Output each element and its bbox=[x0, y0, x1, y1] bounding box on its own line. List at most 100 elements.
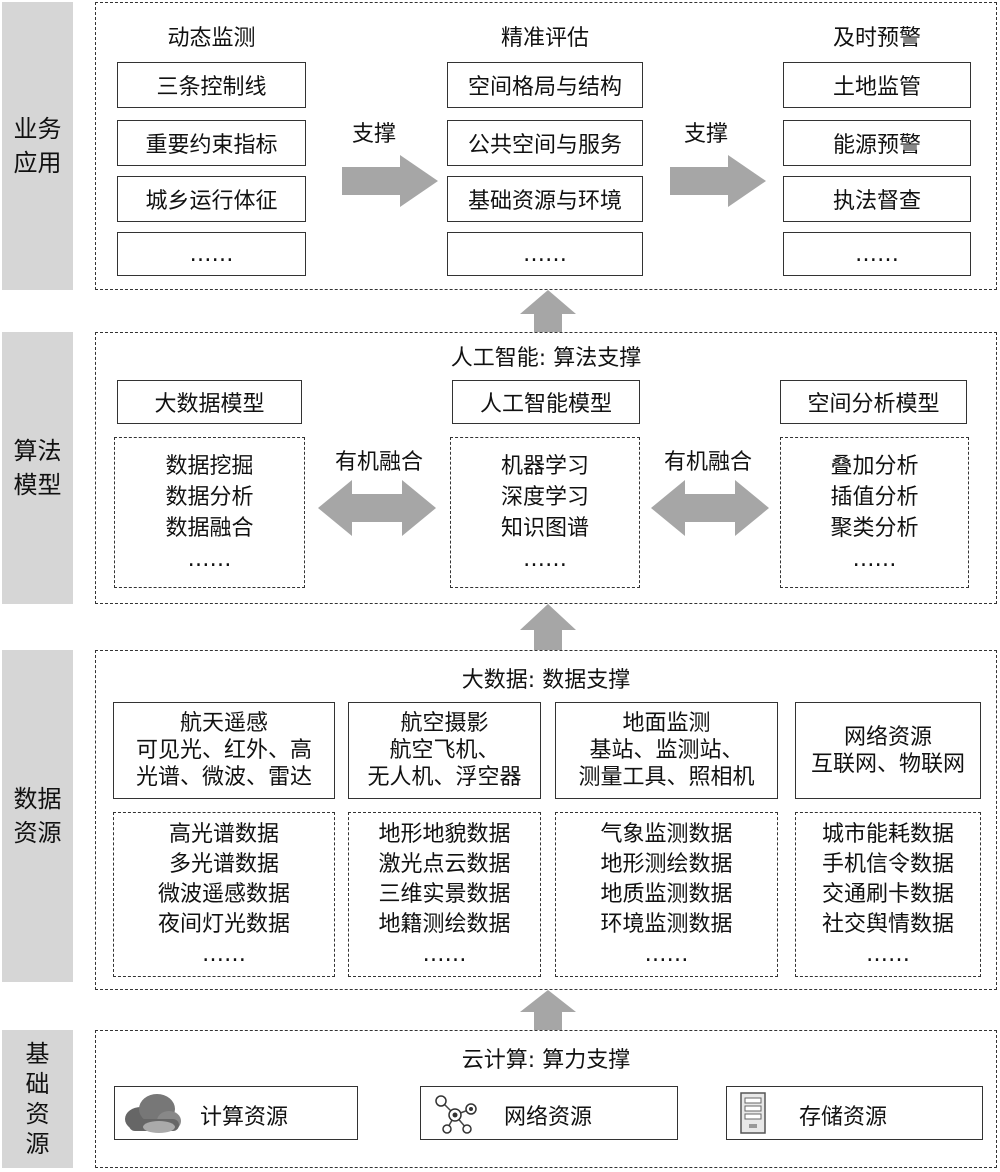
business-item-box: 公共空间与服务 bbox=[447, 120, 643, 166]
resource-box: 存储资源 bbox=[726, 1086, 983, 1140]
list-item: 多光谱数据 bbox=[168, 851, 279, 877]
sidebar-label-line: 模型 bbox=[13, 471, 62, 499]
list-item: …… bbox=[852, 546, 897, 572]
sidebar-algorithm: 算法模型 bbox=[2, 332, 73, 604]
arrow-label: 支撑 bbox=[684, 122, 729, 147]
double-arrow-icon bbox=[651, 480, 769, 536]
source-line: 航天遥感 bbox=[179, 711, 268, 736]
source-line: 航空摄影 bbox=[400, 711, 489, 736]
cloud-icon bbox=[125, 1094, 181, 1133]
data-source-box: 网络资源 互联网、物联网 bbox=[795, 702, 981, 799]
sidebar-label-line: 基 bbox=[25, 1040, 50, 1068]
list-item: 聚类分析 bbox=[830, 515, 919, 541]
sidebar-label-line: 资 bbox=[25, 1100, 50, 1128]
list-item: 地质监测数据 bbox=[600, 881, 733, 907]
list-item: 气象监测数据 bbox=[600, 821, 733, 847]
data-source-box: 地面监测 基站、监测站、 测量工具、照相机 bbox=[555, 702, 778, 799]
list-item: …… bbox=[422, 941, 467, 967]
list-item: 微波遥感数据 bbox=[157, 881, 290, 907]
list-item: 深度学习 bbox=[500, 484, 589, 510]
source-line: 基站、监测站、 bbox=[589, 738, 744, 763]
sidebar-label-line: 源 bbox=[25, 1130, 50, 1158]
business-item-box: 执法督查 bbox=[783, 176, 971, 222]
list-item: 地形地貌数据 bbox=[378, 821, 511, 847]
layer-title: 云计算: 算力支撑 bbox=[461, 1048, 631, 1073]
resource-label: 计算资源 bbox=[200, 1105, 289, 1130]
list-item: 交通刷卡数据 bbox=[821, 881, 954, 907]
double-arrow-icon bbox=[318, 480, 436, 536]
list-item: 数据挖掘 bbox=[165, 453, 254, 479]
layer-title: 人工智能: 算法支撑 bbox=[450, 346, 642, 371]
resource-box: 网络资源 bbox=[420, 1086, 678, 1140]
list-item: …… bbox=[644, 941, 689, 967]
list-item: 社交舆情数据 bbox=[821, 911, 954, 937]
list-item: 地籍测绘数据 bbox=[378, 911, 511, 937]
up-arrow-icon bbox=[520, 290, 576, 332]
list-item: …… bbox=[523, 546, 567, 572]
business-item-box: 空间格局与结构 bbox=[447, 62, 643, 108]
list-item: 机器学习 bbox=[500, 453, 589, 479]
sidebar-label-line: 应用 bbox=[13, 149, 62, 177]
model-name-box: 空间分析模型 bbox=[780, 380, 967, 424]
business-item-box: 城乡运行体征 bbox=[117, 176, 306, 222]
sidebar-infrastructure: 基 础 资 源 bbox=[2, 1030, 73, 1168]
network-icon bbox=[435, 1095, 477, 1134]
list-item: 数据融合 bbox=[165, 515, 254, 541]
source-line: 航空飞机、 bbox=[389, 738, 500, 763]
business-item-box: 能源预警 bbox=[783, 120, 971, 166]
sidebar-label-line: 数据 bbox=[13, 785, 62, 813]
list-item: …… bbox=[187, 546, 232, 572]
business-item-box: …… bbox=[117, 232, 306, 276]
data-source-box: 航天遥感 可见光、红外、高 光谱、微波、雷达 bbox=[113, 702, 335, 799]
list-item: 数据分析 bbox=[165, 484, 254, 510]
infrastructure-layer-panel bbox=[95, 1030, 997, 1168]
list-item: 三维实景数据 bbox=[378, 881, 511, 907]
business-item-box: 基础资源与环境 bbox=[447, 176, 643, 222]
data-items-box: 气象监测数据 地形测绘数据 地质监测数据 环境监测数据 …… bbox=[555, 812, 778, 977]
business-item-box: …… bbox=[783, 232, 971, 276]
model-name-box: 人工智能模型 bbox=[452, 380, 640, 424]
resource-box: 计算资源 bbox=[114, 1086, 358, 1140]
business-item-box: 重要约束指标 bbox=[117, 120, 306, 166]
data-items-box: 城市能耗数据 手机信令数据 交通刷卡数据 社交舆情数据 …… bbox=[795, 812, 981, 977]
business-item-box: 三条控制线 bbox=[117, 62, 306, 108]
algorithm-layer-panel bbox=[95, 332, 997, 604]
business-item-box: …… bbox=[447, 232, 643, 276]
list-item: …… bbox=[866, 941, 910, 967]
column-title: 及时预警 bbox=[832, 26, 921, 51]
right-arrow-icon bbox=[670, 155, 766, 207]
column-title: 精准评估 bbox=[500, 26, 589, 51]
list-item: 激光点云数据 bbox=[378, 851, 511, 877]
model-items-box: 机器学习 深度学习 知识图谱 …… bbox=[450, 437, 640, 588]
resource-label: 网络资源 bbox=[504, 1105, 593, 1130]
source-line: 可见光、红外、高 bbox=[135, 738, 312, 763]
source-line: 无人机、浮空器 bbox=[367, 765, 522, 790]
business-layer-panel bbox=[95, 2, 997, 290]
layer-title: 大数据: 数据支撑 bbox=[461, 668, 631, 693]
list-item: 插值分析 bbox=[830, 484, 919, 510]
source-line: 互联网、物联网 bbox=[810, 751, 965, 777]
up-arrow-icon bbox=[520, 604, 576, 650]
sidebar-data: 数据资源 bbox=[2, 650, 73, 982]
list-item: 夜间灯光数据 bbox=[157, 911, 290, 937]
list-item: 环境监测数据 bbox=[600, 911, 733, 937]
source-line: 网络资源 bbox=[843, 724, 932, 750]
link-label: 有机融合 bbox=[334, 450, 423, 475]
link-label: 有机融合 bbox=[663, 450, 752, 475]
up-arrow-icon bbox=[520, 990, 576, 1030]
source-line: 测量工具、照相机 bbox=[578, 765, 755, 790]
right-arrow-icon bbox=[342, 155, 438, 207]
arrow-label: 支撑 bbox=[352, 122, 397, 147]
data-source-box: 航空摄影 航空飞机、 无人机、浮空器 bbox=[348, 702, 541, 799]
list-item: 知识图谱 bbox=[500, 515, 589, 541]
resource-label: 存储资源 bbox=[799, 1105, 888, 1130]
server-icon bbox=[740, 1092, 766, 1134]
list-item: …… bbox=[202, 941, 246, 967]
source-line: 光谱、微波、雷达 bbox=[135, 765, 312, 790]
column-title: 动态监测 bbox=[167, 26, 256, 51]
model-items-box: 数据挖掘 数据分析 数据融合 …… bbox=[114, 437, 305, 588]
sidebar-label-line: 础 bbox=[25, 1070, 50, 1098]
data-items-box: 高光谱数据 多光谱数据 微波遥感数据 夜间灯光数据 …… bbox=[113, 812, 335, 977]
data-layer-panel bbox=[95, 650, 997, 990]
list-item: 地形测绘数据 bbox=[600, 851, 733, 877]
